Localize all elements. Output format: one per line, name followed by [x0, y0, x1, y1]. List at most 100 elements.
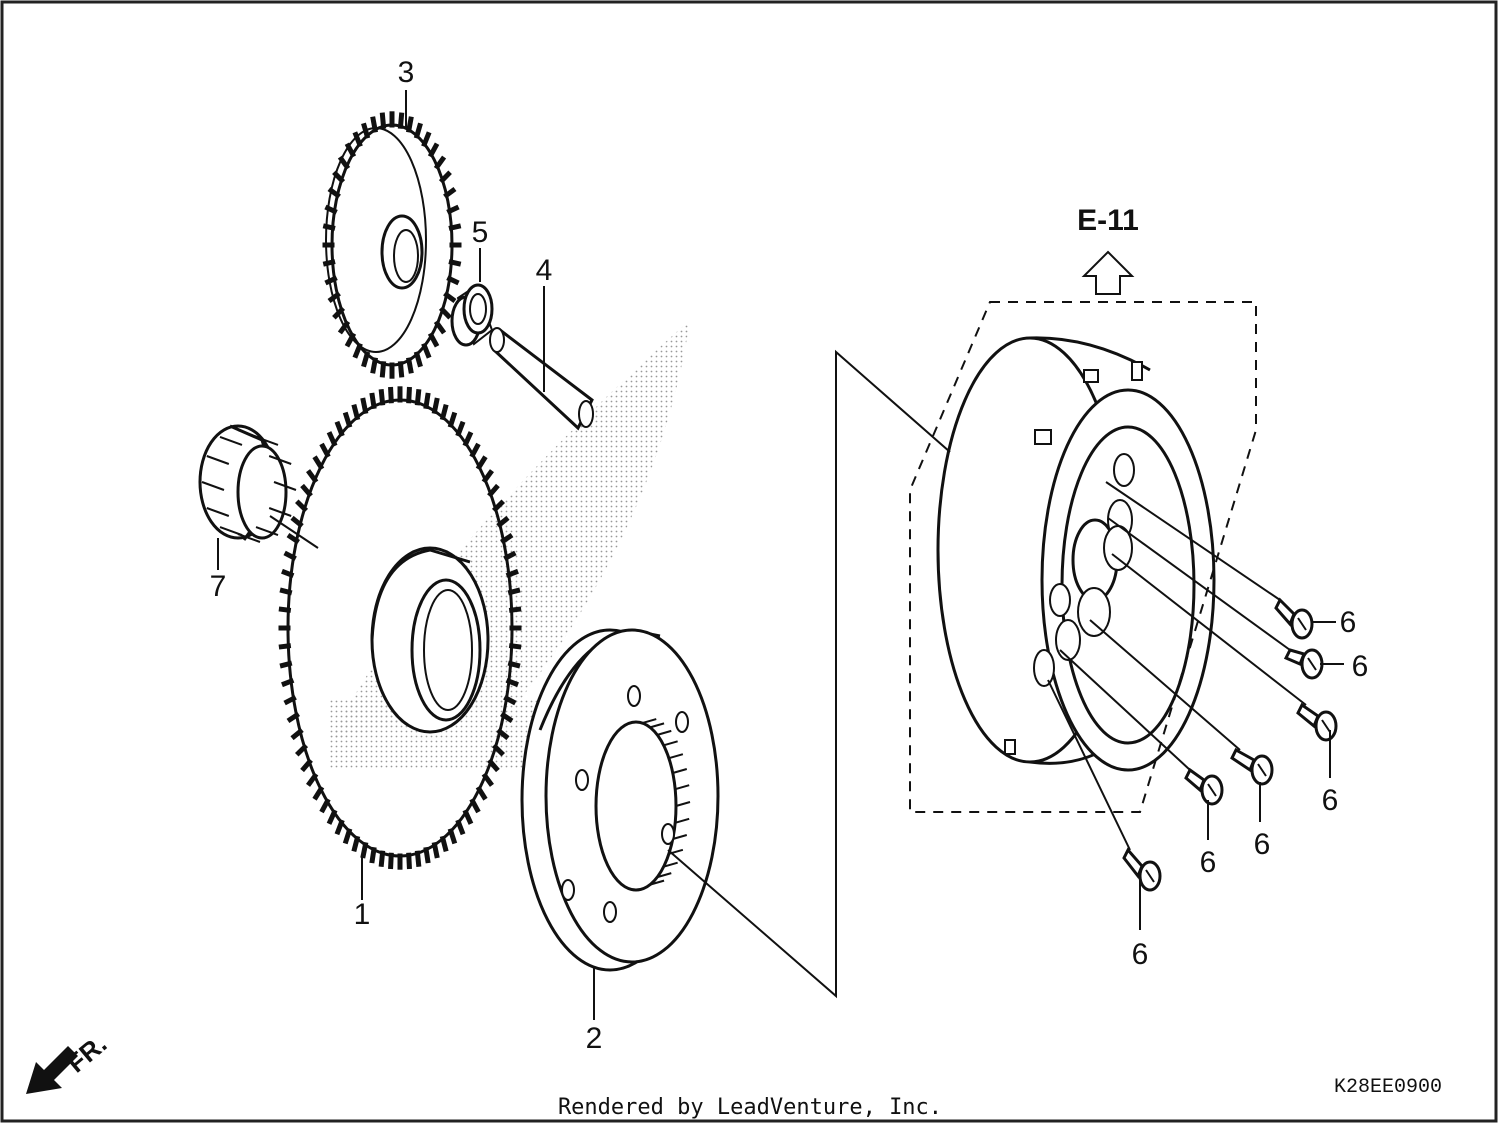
- gear-tooth: [295, 743, 309, 757]
- gear-tooth: [455, 819, 466, 836]
- direction-label: FR.: [61, 1029, 112, 1079]
- needle-roller: [255, 526, 279, 536]
- callout-5: 5: [472, 216, 489, 249]
- clutch-roller: [649, 722, 665, 729]
- callout-4: 4: [536, 254, 553, 287]
- callout-7: 7: [210, 570, 227, 603]
- gear-tooth: [439, 403, 449, 421]
- gear-tooth: [438, 306, 452, 320]
- gear-tooth: [423, 846, 431, 864]
- gear-tooth: [406, 386, 412, 404]
- reference-arrow-icon: [1081, 250, 1135, 295]
- clutch-roller: [641, 718, 657, 724]
- gear-tooth: [421, 342, 432, 359]
- flywheel-hole: [1033, 649, 1055, 687]
- gear-tooth: [446, 275, 460, 286]
- gear-tooth: [342, 828, 353, 845]
- gear-tooth: [360, 841, 369, 859]
- gear-tooth: [405, 116, 414, 133]
- needle-roller: [255, 436, 279, 446]
- reference-boundary: [909, 301, 1257, 813]
- gear-tooth: [508, 606, 522, 613]
- gear-tooth: [496, 515, 510, 529]
- gear-tooth: [332, 306, 346, 320]
- gear-tooth: [469, 442, 481, 459]
- callout-6-e: 6: [1200, 846, 1217, 879]
- gear-tooth: [351, 835, 361, 853]
- gear-tooth: [290, 727, 304, 741]
- gear-tooth: [503, 695, 517, 706]
- clutch-roller: [649, 879, 665, 886]
- gear-tooth: [427, 142, 440, 158]
- bolt[interactable]: [1283, 648, 1324, 680]
- gear-tooth: [433, 155, 447, 170]
- bolt[interactable]: [1274, 597, 1314, 640]
- gear-tooth: [447, 411, 458, 428]
- gear-tooth: [388, 386, 394, 404]
- part-6-bolts[interactable]: [1122, 597, 1338, 892]
- gear-tooth: [334, 420, 345, 437]
- gear-tooth: [281, 568, 295, 579]
- gear-tooth: [491, 499, 505, 513]
- gear-tooth: [379, 112, 387, 129]
- clutch-roller: [668, 753, 684, 760]
- gear-tooth: [496, 727, 510, 741]
- gear-tooth: [344, 142, 357, 158]
- part-1-starter-driven-gear[interactable]: [278, 386, 522, 870]
- part-7-needle-bearing[interactable]: [198, 424, 297, 543]
- gear-tooth: [295, 499, 309, 513]
- gear-tooth: [361, 122, 371, 139]
- reference-label: E-11: [1077, 204, 1139, 237]
- needle-roller: [206, 507, 230, 517]
- gear-tooth: [413, 351, 423, 368]
- front-direction-arrow-icon: [26, 1046, 78, 1094]
- flywheel-hole: [1077, 587, 1111, 637]
- gear-tooth: [283, 695, 297, 706]
- gear-tooth: [319, 797, 331, 814]
- gear-tooth: [312, 785, 325, 801]
- gear-tooth: [469, 797, 481, 814]
- bolt[interactable]: [1230, 747, 1274, 786]
- bolt-hole: [575, 769, 589, 791]
- gear-tooth: [306, 772, 319, 787]
- callout-3: 3: [398, 56, 415, 89]
- gear-tooth: [505, 568, 519, 579]
- needle-roller: [268, 507, 292, 517]
- gear-tooth: [361, 351, 371, 368]
- part-3-driven-gear[interactable]: [322, 111, 462, 379]
- gear-tooth: [342, 411, 353, 428]
- part-4-shaft[interactable]: [489, 327, 594, 431]
- gear-tooth: [413, 122, 423, 139]
- part-2-one-way-clutch[interactable]: [520, 628, 720, 972]
- gear-tooth: [286, 532, 300, 545]
- part-5-bushing[interactable]: [450, 283, 494, 347]
- gear-tooth: [326, 809, 338, 825]
- gear-tooth: [462, 809, 474, 825]
- clutch-roller: [674, 784, 690, 791]
- bolt[interactable]: [1122, 847, 1162, 892]
- callout-6-c: 6: [1322, 784, 1339, 817]
- gear-tooth: [500, 711, 514, 724]
- gear-tooth: [378, 389, 386, 406]
- gear-tooth: [455, 420, 466, 437]
- gear-tooth: [326, 431, 338, 447]
- clutch-roller: [657, 729, 672, 736]
- flywheel-hole: [1113, 453, 1135, 487]
- gear-tooth: [487, 483, 500, 498]
- needle-roller: [273, 481, 297, 491]
- gear-tooth: [500, 532, 514, 545]
- gear-tooth: [431, 397, 440, 415]
- gear-tooth: [462, 431, 474, 447]
- gear-tooth: [369, 846, 377, 864]
- gear-tooth: [300, 483, 313, 498]
- flywheel-hole: [1049, 583, 1071, 617]
- bolt[interactable]: [1184, 767, 1224, 806]
- gear-tooth: [388, 852, 394, 870]
- gear-tooth: [475, 785, 488, 801]
- needle-roller: [206, 455, 230, 465]
- gear-tooth: [507, 660, 521, 669]
- bolt-hole: [661, 823, 675, 845]
- gear-tooth: [322, 259, 336, 267]
